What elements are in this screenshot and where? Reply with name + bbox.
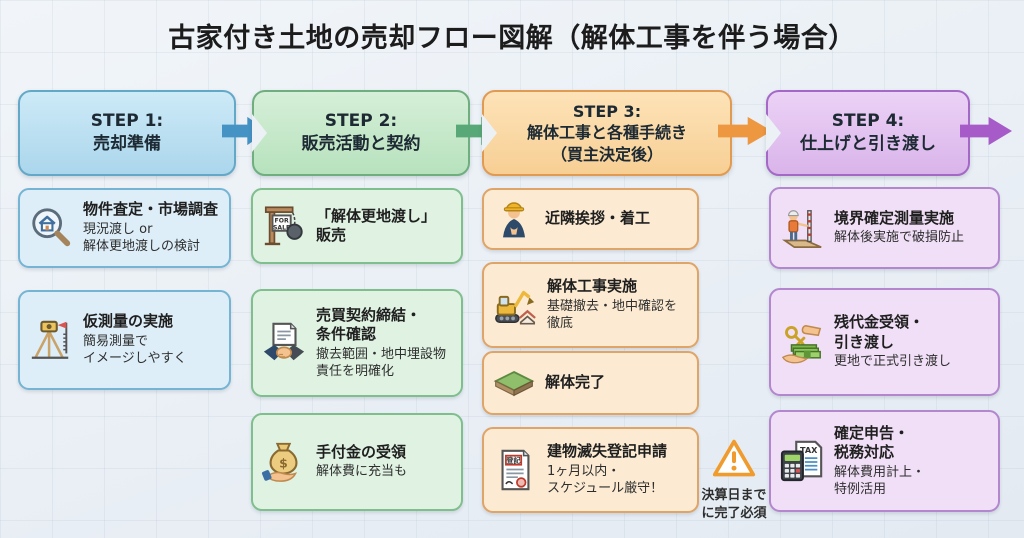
registry-document-icon: 登記: [492, 447, 538, 493]
card-sale-as-cleared-land: FOR SALE 「解体更地渡し」 販売: [251, 188, 463, 264]
card-deposit-receipt: $ 手付金の受領 解体費に充当も: [251, 413, 463, 511]
step-header-4: STEP 4: 仕上げと引き渡し: [766, 90, 970, 176]
card-title: 建物滅失登記申請: [547, 442, 668, 461]
card-title: 仮測量の実施: [83, 312, 174, 331]
card-title: 物件査定・市場調査: [83, 200, 219, 219]
page-title: 古家付き土地の売却フロー図解（解体工事を伴う場合）: [168, 23, 856, 54]
card-final-payment-handover: 残代金受領・ 引き渡し 更地で正式引き渡し: [769, 288, 1000, 396]
card-property-appraisal: 物件査定・市場調査 現況渡し or 解体更地渡しの検討: [18, 188, 231, 268]
warning-text: 決算日まで に完了必須: [701, 488, 767, 521]
excavator-icon: [492, 282, 538, 328]
warning-icon: [712, 439, 756, 485]
money-bag-icon: $: [261, 439, 307, 485]
step-header-label: STEP 4: 仕上げと引き渡し: [800, 111, 936, 154]
card-title: 境界確定測量実施: [834, 208, 955, 227]
card-tax-filing: TAX 確定申告・ 税務対応 解体費用計上・ 特例活用: [769, 410, 1000, 512]
step-header-label: STEP 3: 解体工事と各種手続き （買主決定後）: [526, 101, 687, 164]
card-title: 解体完了: [545, 373, 606, 392]
card-subtitle: 簡易測量で イメージしやすく: [83, 333, 187, 366]
svg-text:SALE: SALE: [273, 224, 290, 231]
card-demolition-work: 解体工事実施 基礎撤去・地中確認を 徹底: [482, 262, 699, 348]
card-demolition-complete: 解体完了: [482, 351, 699, 415]
for-sale-wrecking-ball-icon: FOR SALE: [261, 203, 307, 249]
card-provisional-survey: 仮測量の実施 簡易測量で イメージしやすく: [18, 290, 231, 390]
card-subtitle: 更地で正式引き渡し: [834, 354, 952, 370]
card-subtitle: 基礎撤去・地中確認を 徹底: [547, 298, 678, 331]
card-subtitle: 撤去範囲・地中埋設物 責任を明確化: [316, 346, 447, 379]
warning-note: 決算日まで に完了必須: [697, 437, 771, 522]
svg-text:$: $: [279, 455, 288, 470]
card-title: 解体工事実施: [547, 277, 638, 296]
survey-tripod-icon: [28, 317, 74, 363]
keys-money-icon: [779, 319, 825, 365]
contract-handshake-icon: [261, 320, 307, 366]
card-title: 近隣挨拶・着工: [545, 209, 651, 228]
card-neighbor-greeting: 近隣挨拶・着工: [482, 188, 699, 250]
house-search-icon: [28, 205, 74, 251]
card-subtitle: 解体費に充当も: [316, 464, 408, 480]
step-header-1: STEP 1: 売却準備: [18, 90, 236, 176]
step-header-label: STEP 2: 販売活動と契約: [301, 111, 421, 154]
boundary-survey-icon: [779, 205, 825, 251]
card-sales-contract: 売買契約締結・ 条件確認 撤去範囲・地中埋設物 責任を明確化: [251, 289, 463, 397]
card-title: 残代金受領・ 引き渡し: [834, 313, 925, 351]
card-title: 手付金の受領: [316, 442, 407, 461]
tax-calculator-icon: TAX: [779, 438, 825, 484]
card-subtitle: 1ヶ月以内・ スケジュール厳守！: [547, 463, 664, 496]
card-subtitle: 解体後実施で破損防止: [834, 230, 965, 246]
bowing-worker-icon: [492, 197, 536, 241]
svg-text:TAX: TAX: [800, 445, 818, 455]
svg-text:登記: 登記: [505, 456, 521, 465]
step-header-2: STEP 2: 販売活動と契約: [252, 90, 470, 176]
card-building-loss-registration: 登記 建物滅失登記申請 1ヶ月以内・ スケジュール厳守！: [482, 427, 699, 513]
card-title: 確定申告・ 税務対応: [834, 423, 910, 462]
step-header-3: STEP 3: 解体工事と各種手続き （買主決定後）: [482, 90, 732, 176]
card-title: 「解体更地渡し」 販売: [316, 206, 437, 245]
svg-text:FOR: FOR: [275, 218, 289, 225]
land-plot-icon: [492, 361, 536, 405]
card-boundary-survey: 境界確定測量実施 解体後実施で破損防止: [769, 187, 1000, 269]
card-subtitle: 現況渡し or 解体更地渡しの検討: [83, 221, 201, 254]
card-title: 売買契約締結・ 条件確認: [316, 305, 422, 344]
card-subtitle: 解体費用計上・ 特例活用: [834, 464, 926, 497]
step-header-label: STEP 1: 売却準備: [90, 111, 164, 154]
